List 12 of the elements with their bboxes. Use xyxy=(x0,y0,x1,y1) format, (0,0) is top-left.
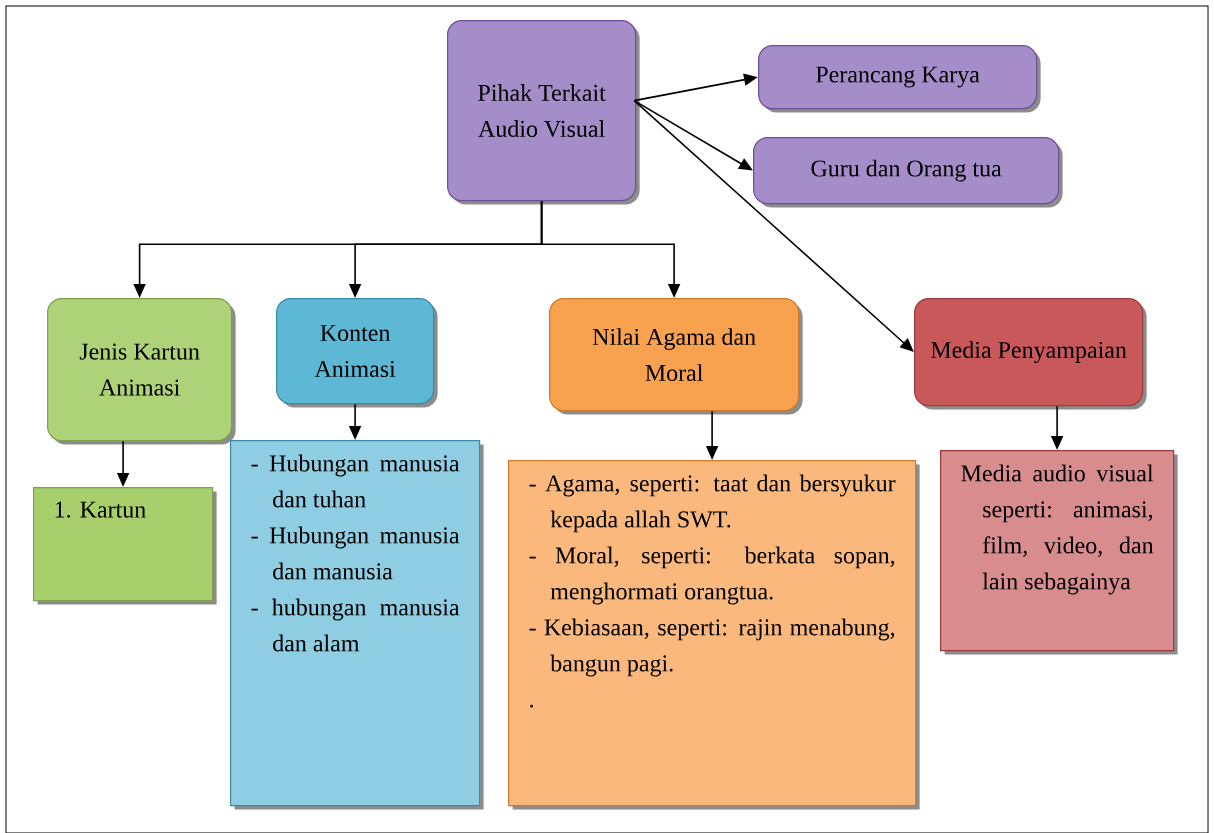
category-box: Konten Animasi xyxy=(276,298,438,408)
category-box: Nilai Agama dan Moral xyxy=(549,298,803,415)
arrow xyxy=(633,99,753,171)
category-box: Media Penyampaian xyxy=(914,298,1147,410)
category-box: Guru dan Orang tua xyxy=(753,137,1063,208)
list-box: - Hubungan manusia dan tuhan - Hubungan manusia dan manusia - hubungan manusia dan alam xyxy=(230,440,484,810)
topic-box: Pihak Terkait Audio Visual xyxy=(447,20,640,205)
category-box: Jenis Kartun Animasi xyxy=(47,298,236,445)
list-box: Media audio visual seperti: animasi, film, video, dan lain sebagainya xyxy=(940,450,1178,655)
list-box: - Agama, seperti: taat dan bersyukur kepada allah SWT. - Moral, seperti: berkata sopan, menghormati orangtua. - Kebiasaan, seperti: rajin menabung, bangun pagi. . xyxy=(508,460,920,810)
list-box: 1. Kartun xyxy=(33,487,217,605)
category-box: Perancang Karya xyxy=(758,45,1041,113)
